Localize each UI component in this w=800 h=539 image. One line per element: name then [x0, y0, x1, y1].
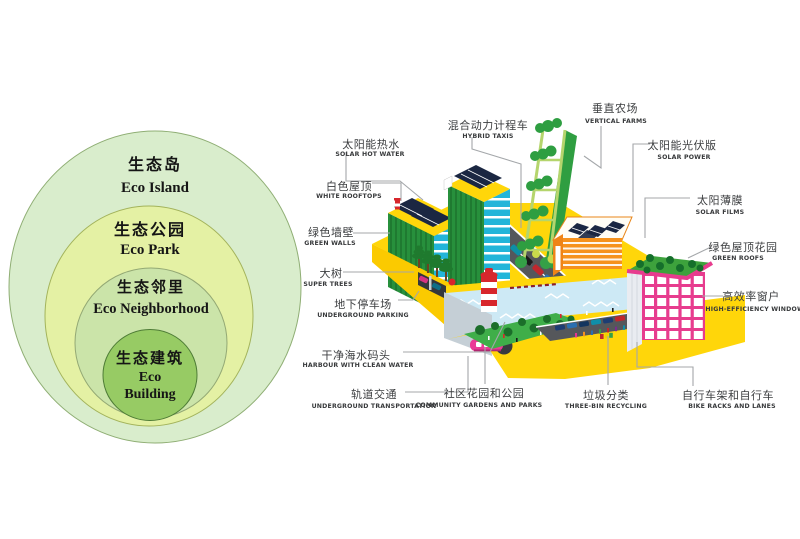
ring-eco-neighborhood-en: Eco Neighborhood [93, 301, 209, 317]
label-solar-power-zh: 太阳能光伏版 [648, 138, 717, 152]
label-underground-transportation-en: UNDERGROUND TRANSPORTATION [312, 403, 437, 410]
city-illustration: 太阳能热水 SOLAR HOT WATER 白色屋顶 WHITE ROOFTOP… [302, 101, 800, 410]
ring-eco-park-en: Eco Park [120, 242, 180, 258]
orange-window-stripes [563, 242, 622, 266]
ring-eco-building-en2: Building [124, 387, 175, 402]
label-green-roofs-en: GREEN ROOFS [712, 255, 764, 262]
label-high-efficiency-windows-en: HIGH-EFFICIENCY WINDOWS [705, 306, 800, 313]
label-green-roofs-zh: 绿色屋顶花园 [709, 240, 778, 254]
feature-labels: 太阳能热水 SOLAR HOT WATER 白色屋顶 WHITE ROOFTOP… [302, 101, 800, 410]
label-super-trees-en: SUPER TREES [303, 281, 352, 288]
orange-solar-building [552, 216, 633, 276]
quay-pedestrians [560, 308, 614, 318]
label-vertical-farms-en: VERTICAL FARMS [585, 118, 647, 125]
roof-cube [443, 175, 453, 191]
ring-eco-neighborhood-zh: 生态邻里 [117, 278, 185, 296]
label-green-walls-zh: 绿色墙壁 [308, 225, 354, 239]
label-solar-films-zh: 太阳薄膜 [697, 193, 743, 207]
front-street [535, 308, 654, 341]
leader-hybrid-taxis [471, 137, 522, 228]
farm-bushes [515, 118, 562, 269]
nested-circles-diagram: 生态岛 Eco Island 生态公园 Eco Park 生态邻里 Eco Ne… [8, 130, 302, 444]
lighthouse-icon [480, 268, 498, 312]
label-green-walls-en: GREEN WALLS [304, 240, 356, 247]
leader-bike-racks [636, 342, 694, 386]
ring-eco-building-en1: Eco [139, 370, 162, 385]
leader-green-roofs [687, 246, 712, 259]
label-bike-racks-en: BIKE RACKS AND LANES [688, 403, 776, 410]
leader-harbour [403, 321, 506, 353]
super-trees-icons [412, 245, 456, 286]
leader-solar-films [644, 197, 690, 238]
label-solar-hot-water-en: SOLAR HOT WATER [335, 151, 404, 158]
roof-garden-trees [636, 254, 704, 274]
label-super-trees-zh: 大树 [320, 266, 343, 280]
ring-eco-building [102, 329, 198, 421]
label-hybrid-taxis-zh: 混合动力计程车 [448, 118, 529, 132]
solar-panel-icon [454, 165, 502, 189]
orange-door [555, 246, 561, 270]
leader-lines [343, 126, 723, 393]
pink-left-face [627, 263, 642, 352]
pink-building [626, 254, 714, 352]
leader-white-rooftops [372, 182, 402, 201]
chimney-icon [394, 198, 401, 210]
leader-underground-transportation [405, 356, 469, 393]
label-three-bin-recycling-en: THREE-BIN RECYCLING [565, 403, 647, 410]
green-wall-face [448, 185, 484, 313]
underground-parking-cutout [418, 272, 446, 299]
ring-eco-island-en: Eco Island [121, 180, 190, 196]
label-vertical-farms-zh: 垂直农场 [592, 101, 638, 115]
label-underground-parking-zh: 地下停车场 [334, 297, 392, 311]
label-underground-parking-en: UNDERGROUND PARKING [317, 312, 409, 319]
label-solar-hot-water-zh: 太阳能热水 [342, 137, 400, 151]
label-community-gardens-zh: 社区花园和公园 [444, 386, 525, 400]
leader-vertical-farms [583, 126, 602, 170]
label-white-rooftops-en: WHITE ROOFTOPS [316, 193, 382, 200]
ring-eco-park-zh: 生态公园 [114, 220, 186, 239]
label-harbour-en: HARBOUR WITH CLEAN WATER [302, 362, 413, 369]
high-efficiency-windows-grid [645, 276, 703, 339]
leader-solar-power [632, 143, 650, 212]
leader-underground-parking [398, 290, 420, 301]
harbour-red-dashes [509, 282, 559, 290]
label-bike-racks-zh: 自行车架和自行车 [682, 388, 774, 402]
ring-eco-island-zh: 生态岛 [128, 155, 182, 174]
leader-solar-hot-water [345, 152, 424, 201]
label-hybrid-taxis-en: HYBRID TAXIS [462, 133, 513, 140]
street-tree [532, 250, 540, 258]
label-high-efficiency-windows-zh: 高效率窗户 [722, 289, 780, 303]
solar-panel-icon [411, 207, 451, 227]
label-three-bin-recycling-zh: 垃圾分类 [583, 388, 629, 402]
label-solar-power-en: SOLAR POWER [657, 154, 710, 161]
platform-front-face [372, 244, 460, 338]
label-harbour-zh: 干净海水码头 [322, 348, 391, 362]
label-white-rooftops-zh: 白色屋顶 [326, 179, 372, 193]
label-underground-transportation-zh: 轨道交通 [351, 387, 397, 401]
label-solar-films-en: SOLAR FILMS [696, 209, 745, 216]
ring-eco-building-zh: 生态建筑 [116, 349, 184, 367]
label-community-gardens-en: COMMUNITY GARDENS AND PARKS [416, 402, 543, 409]
three-bin-recycling-icons [600, 332, 613, 339]
